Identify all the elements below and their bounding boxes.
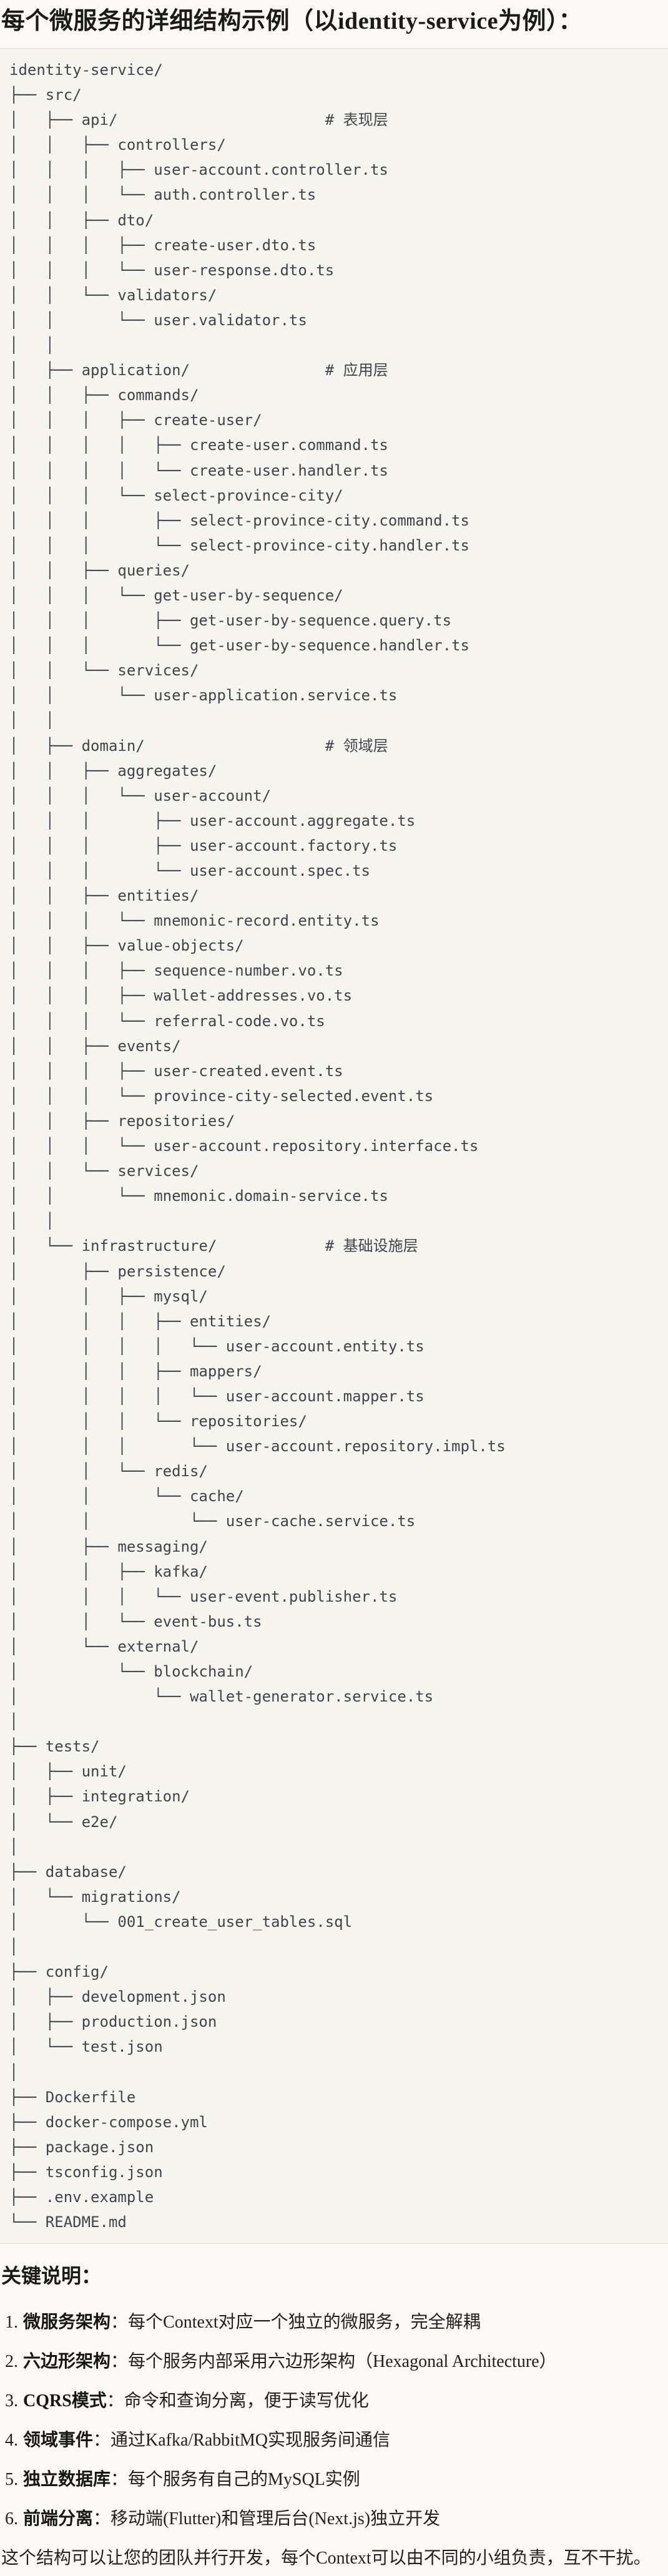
- note-number: 5.: [5, 2470, 18, 2490]
- note-number: 6.: [5, 2509, 18, 2529]
- note-label: 六边形架构: [23, 2352, 111, 2372]
- note-number: 1.: [5, 2313, 18, 2333]
- document-page: { "page": { "title": "每个微服务的详细结构示例（以iden…: [0, 6, 668, 2576]
- note-text: ：移动端(Flutter)和管理后台(Next.js)独立开发: [93, 2509, 441, 2529]
- notes-list: 1.微服务架构：每个Context对应一个独立的微服务，完全解耦 2.六边形架构…: [1, 2310, 667, 2532]
- note-number: 3.: [5, 2391, 18, 2411]
- note-label: 微服务架构: [23, 2313, 111, 2333]
- note-label: CQRS模式: [23, 2391, 107, 2411]
- note-text: ：每个Context对应一个独立的微服务，完全解耦: [111, 2313, 481, 2333]
- page-title: 每个微服务的详细结构示例（以identity-service为例）：: [1, 8, 583, 34]
- note-item-hexagonal: 2.六边形架构：每个服务内部采用六边形架构（Hexagonal Architec…: [5, 2349, 667, 2374]
- note-text: ：命令和查询分离，便于读写优化: [106, 2391, 369, 2411]
- directory-tree-code-block: identity-service/ ├── src/ │ ├── api/ # …: [0, 48, 668, 2245]
- key-notes-section: 关键说明： 1.微服务架构：每个Context对应一个独立的微服务，完全解耦 2…: [0, 2263, 668, 2571]
- note-label: 领域事件: [23, 2431, 94, 2451]
- note-text: ：通过Kafka/RabbitMQ实现服务间通信: [93, 2431, 390, 2451]
- note-item-independent-db: 5.独立数据库：每个服务有自己的MySQL实例: [5, 2467, 667, 2492]
- note-item-domain-events: 4.领域事件：通过Kafka/RabbitMQ实现服务间通信: [5, 2428, 667, 2453]
- note-text: ：每个服务内部采用六边形架构（Hexagonal Architecture）: [111, 2352, 557, 2372]
- note-label: 前端分离: [23, 2509, 94, 2529]
- note-number: 2.: [5, 2352, 18, 2372]
- note-label: 独立数据库: [23, 2470, 111, 2490]
- note-item-frontend-separation: 6.前端分离：移动端(Flutter)和管理后台(Next.js)独立开发: [5, 2507, 667, 2532]
- note-item-microservice: 1.微服务架构：每个Context对应一个独立的微服务，完全解耦: [5, 2310, 667, 2335]
- note-text: ：每个服务有自己的MySQL实例: [111, 2470, 360, 2490]
- note-item-cqrs: 3.CQRS模式：命令和查询分离，便于读写优化: [5, 2389, 667, 2414]
- note-number: 4.: [5, 2431, 18, 2451]
- notes-heading: 关键说明：: [1, 2265, 102, 2288]
- closing-paragraph: 这个结构可以让您的团队并行开发，每个Context可以由不同的小组负责，互不干扰…: [1, 2549, 651, 2569]
